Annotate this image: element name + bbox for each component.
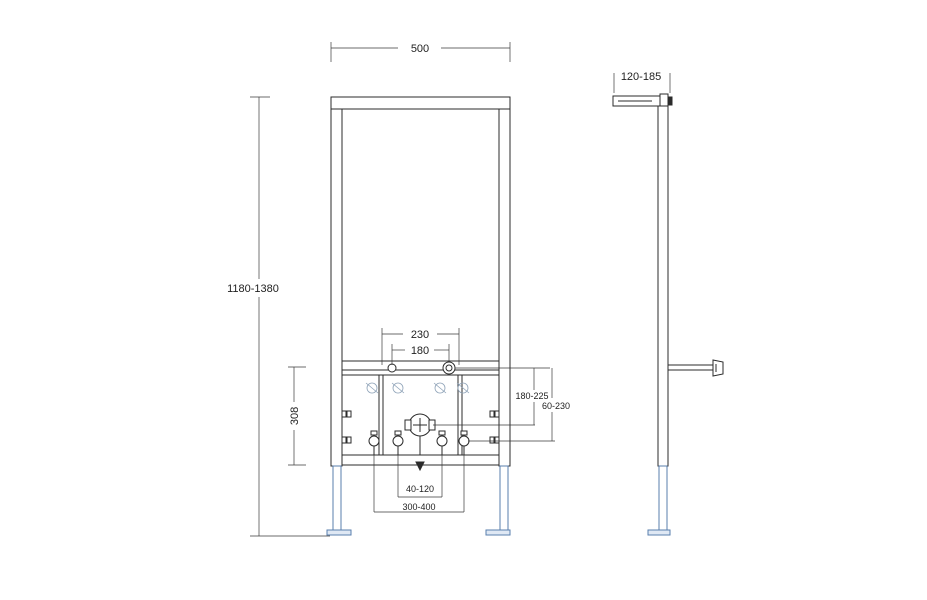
dimension-label-308: 308 [289,407,301,425]
right-adjustable-leg [499,465,509,531]
left-adjustable-leg [332,465,342,531]
dimension-label-180-225: 180-225 [515,391,548,401]
frame-left-upright [330,108,343,467]
alternate-fitting-positions [365,382,470,394]
left-foot [326,529,352,536]
side-foot [647,529,671,536]
front-view: 500 1180-1380 [227,42,570,537]
lower-wall-anchor [668,359,724,377]
mounting-crossbar [341,360,500,371]
frame-top-bar [330,96,511,110]
side-upright [657,105,669,467]
wall-bracket-marks [341,410,500,444]
dimension-label-height: 1180-1380 [227,283,279,295]
dimension-frame-height: 1180-1380 [227,96,330,537]
side-adjustable-leg [658,465,668,531]
dimension-label-120-185: 120-185 [621,71,661,83]
right-foot [485,529,511,536]
side-view: 120-185 [612,71,724,536]
dimension-label-230: 230 [411,329,429,341]
dimension-right-offsets: 180-225 60-230 [433,367,570,442]
dimension-wall-depth: 120-185 [613,71,671,93]
dimension-label-500: 500 [411,43,429,55]
dimension-label-40-120: 40-120 [406,484,434,494]
frame-right-upright [498,108,511,467]
dimension-label-60-230: 60-230 [542,401,570,411]
dimension-frame-width: 500 [330,42,511,62]
dimension-label-300-400: 300-400 [402,502,435,512]
dimension-label-180: 180 [411,345,429,357]
supply-fittings [368,430,470,455]
drain-connection [404,413,436,472]
dimension-lower-height: 308 [288,366,306,466]
dimension-bottom-spacing: 40-120 300-400 [373,455,465,513]
dimension-inlet-spacing: 230 180 [381,328,460,365]
inlet-fitting-left [387,363,397,373]
